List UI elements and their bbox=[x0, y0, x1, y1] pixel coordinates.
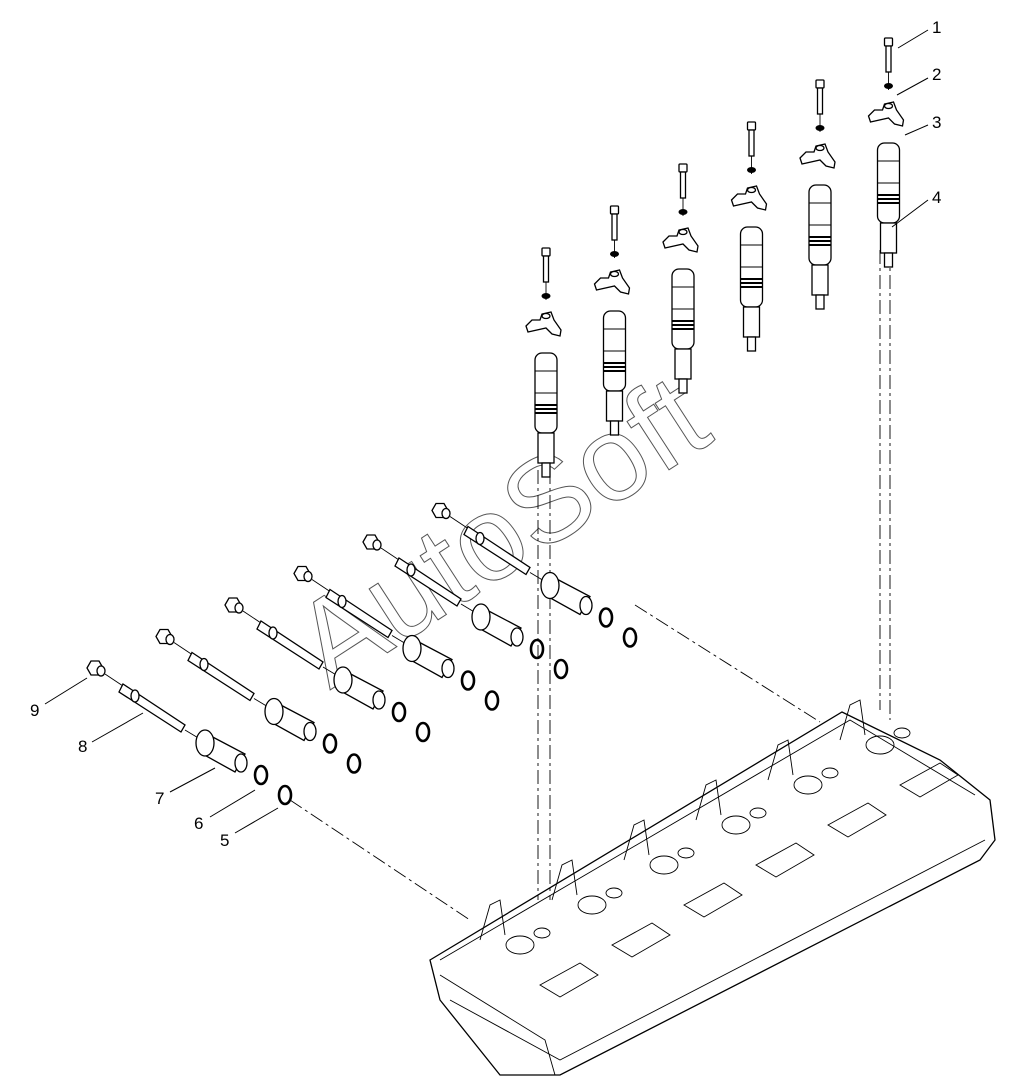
watermark-text: AutoSoft bbox=[271, 349, 730, 712]
injector-clamp bbox=[593, 269, 631, 295]
callout-4: 4 bbox=[891, 188, 941, 228]
callout-number: 8 bbox=[78, 737, 87, 756]
o-ring bbox=[415, 721, 431, 743]
connector-stack bbox=[86, 660, 293, 806]
cylinder-port bbox=[767, 739, 887, 838]
injector-connector bbox=[380, 547, 462, 607]
o-ring bbox=[622, 627, 638, 648]
o-ring bbox=[529, 638, 545, 660]
washer bbox=[815, 125, 825, 131]
o-ring bbox=[322, 733, 338, 754]
connector-stack bbox=[155, 628, 362, 774]
fuel-injector bbox=[876, 142, 901, 268]
callout-5: 5 bbox=[220, 807, 279, 850]
o-ring bbox=[484, 690, 500, 711]
callout-number: 9 bbox=[30, 701, 39, 720]
injector-connector bbox=[449, 516, 531, 576]
injector-clamp bbox=[730, 185, 768, 211]
connector-stack bbox=[362, 534, 569, 680]
cylinder-port bbox=[479, 899, 599, 998]
callout-1: 1 bbox=[897, 18, 941, 49]
callout-number: 7 bbox=[155, 789, 164, 808]
washer bbox=[610, 251, 619, 257]
callout-7: 7 bbox=[155, 767, 216, 808]
washer bbox=[541, 293, 551, 299]
bolt bbox=[678, 163, 688, 216]
bolt bbox=[815, 79, 825, 132]
callout-8: 8 bbox=[78, 712, 144, 756]
cylinder-head bbox=[429, 699, 996, 1076]
connector-tube bbox=[460, 603, 524, 647]
connector-tube bbox=[391, 634, 455, 679]
callout-number: 6 bbox=[194, 814, 203, 833]
callouts: 1 2 3 4 5 6 7 8 bbox=[30, 18, 941, 850]
injector-clamp bbox=[799, 143, 836, 169]
cylinder-port bbox=[839, 699, 959, 798]
injector-stacks bbox=[525, 37, 905, 478]
watermark: AutoSoft bbox=[271, 348, 731, 712]
injector-stack bbox=[662, 163, 699, 394]
plug bbox=[362, 534, 382, 551]
injector-stack bbox=[525, 247, 562, 478]
connector-stack bbox=[224, 597, 431, 743]
cylinder-port bbox=[551, 859, 671, 958]
bolt bbox=[883, 37, 894, 90]
plug bbox=[224, 597, 244, 614]
fuel-injector bbox=[808, 184, 832, 310]
fuel-injector bbox=[534, 352, 558, 478]
connector-tube bbox=[322, 666, 386, 710]
callout-number: 3 bbox=[932, 113, 941, 132]
callout-number: 4 bbox=[932, 188, 941, 207]
washer bbox=[678, 209, 688, 215]
o-ring bbox=[553, 658, 569, 680]
callout-2: 2 bbox=[896, 65, 941, 96]
injector-stack bbox=[593, 205, 631, 436]
cylinder-port bbox=[623, 819, 743, 918]
o-ring bbox=[460, 670, 476, 691]
connector-tube bbox=[253, 697, 317, 742]
fuel-injector bbox=[739, 226, 764, 352]
o-ring bbox=[277, 784, 293, 806]
o-ring bbox=[598, 607, 614, 628]
plug bbox=[86, 660, 106, 677]
callout-3: 3 bbox=[904, 113, 941, 136]
callout-number: 2 bbox=[932, 65, 941, 84]
injector-connector bbox=[242, 610, 324, 670]
injector-connector bbox=[104, 673, 186, 733]
plug bbox=[293, 565, 313, 583]
injector-clamp bbox=[867, 101, 905, 127]
connector-stack bbox=[293, 565, 500, 711]
injector-clamp bbox=[525, 311, 562, 337]
fuel-injector bbox=[671, 268, 695, 394]
connector-tube bbox=[529, 571, 593, 616]
fuel-injector bbox=[602, 310, 627, 436]
o-ring bbox=[253, 764, 269, 786]
connector-tube bbox=[184, 729, 248, 773]
connector-stack bbox=[431, 502, 638, 648]
plug bbox=[431, 502, 451, 520]
injector-stack bbox=[799, 79, 836, 310]
cylinder-port bbox=[695, 779, 815, 878]
callout-9: 9 bbox=[30, 677, 88, 720]
injector-connector bbox=[311, 579, 393, 639]
alignment-lines bbox=[289, 250, 891, 921]
callout-number: 1 bbox=[932, 18, 941, 37]
bolt bbox=[609, 205, 620, 258]
o-ring bbox=[391, 701, 407, 723]
injector-stack bbox=[730, 121, 768, 352]
washer bbox=[884, 83, 893, 89]
plug bbox=[155, 628, 175, 646]
washer bbox=[747, 167, 756, 173]
bolt bbox=[746, 121, 757, 174]
callout-number: 5 bbox=[220, 831, 229, 850]
callout-6: 6 bbox=[194, 789, 256, 833]
injector-connector bbox=[173, 642, 255, 702]
o-ring bbox=[346, 753, 362, 774]
injector-stack bbox=[867, 37, 905, 268]
bolt bbox=[541, 247, 551, 300]
injector-clamp bbox=[662, 227, 699, 253]
connector-stacks bbox=[86, 502, 638, 806]
